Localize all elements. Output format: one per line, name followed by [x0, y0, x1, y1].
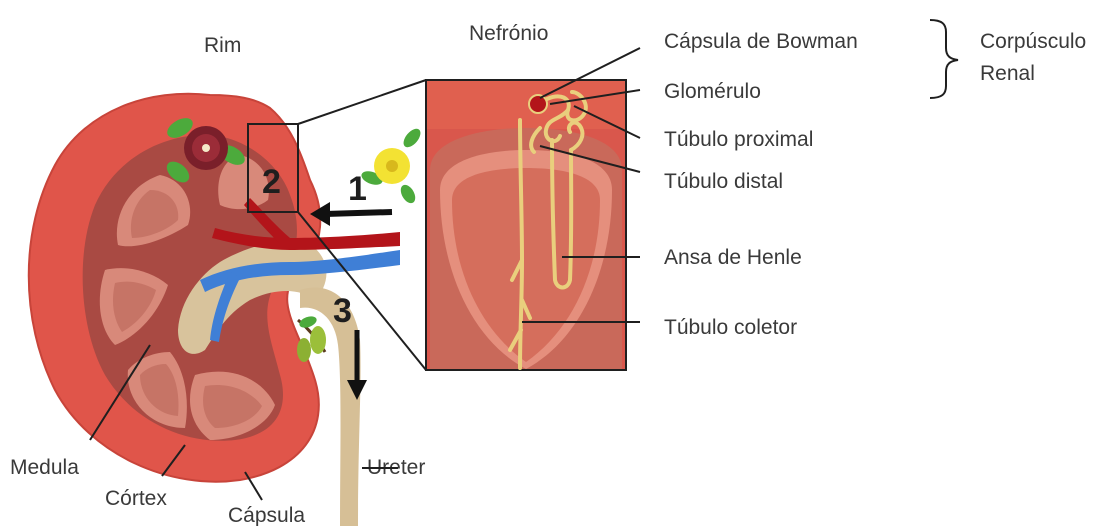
fruit-branch-icon: [297, 314, 326, 362]
label-loop-of-henle: Ansa de Henle: [664, 246, 802, 269]
kidney-title: Rim: [204, 34, 241, 57]
label-bowman-capsule: Cápsula de Bowman: [664, 30, 858, 53]
glomerulus-shape: [529, 95, 547, 113]
label-medulla: Medula: [10, 456, 79, 479]
step-number-two: 2: [262, 163, 281, 201]
label-renal-corpuscle-line1: Corpúsculo: [980, 30, 1086, 53]
label-collecting-tubule: Túbulo coletor: [664, 316, 797, 339]
label-renal-corpuscle-line2: Renal: [980, 62, 1035, 85]
label-capsule: Cápsula: [228, 504, 305, 526]
label-proximal-tubule: Túbulo proximal: [664, 128, 813, 151]
renal-corpuscle-brace: [930, 20, 958, 98]
zoom-line-top: [298, 80, 426, 124]
step-number-one: 1: [348, 170, 367, 208]
label-cortex: Córtex: [105, 487, 167, 510]
nephron-inset: [426, 80, 626, 370]
label-glomerulus: Glomérulo: [664, 80, 761, 103]
label-distal-tubule: Túbulo distal: [664, 170, 783, 193]
nephron-title: Nefrónio: [469, 22, 548, 45]
step-number-three: 3: [333, 292, 352, 330]
yellow-flower-icon: [360, 126, 424, 206]
